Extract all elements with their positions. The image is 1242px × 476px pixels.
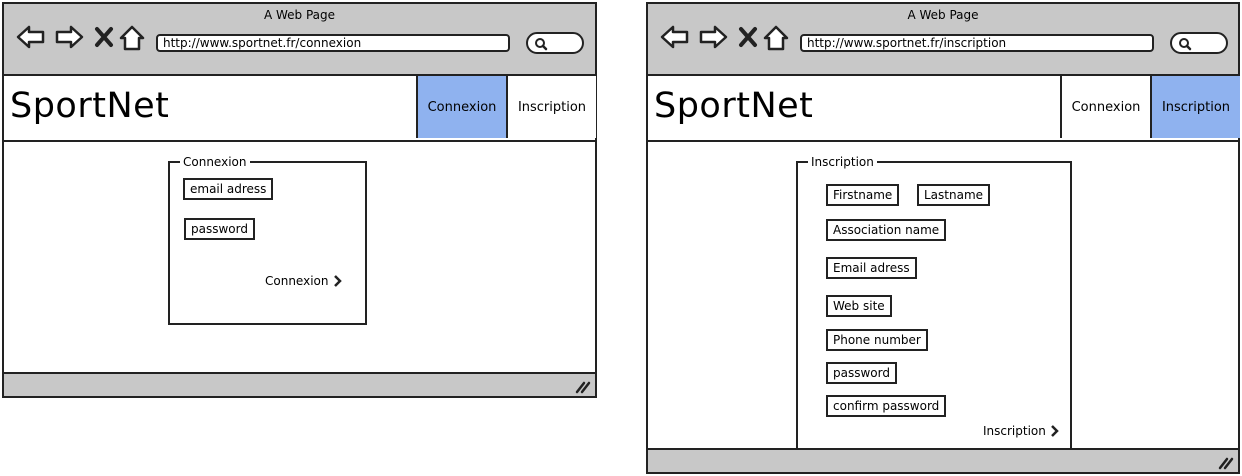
forward-icon[interactable] [54, 24, 84, 50]
phone-number-field[interactable]: Phone number [826, 329, 928, 351]
stop-icon[interactable] [738, 24, 758, 50]
home-icon[interactable] [118, 24, 146, 52]
status-bar [648, 448, 1238, 472]
chevron-right-icon [1050, 425, 1059, 437]
lastname-field[interactable]: Lastname [917, 184, 991, 206]
url-bar[interactable]: http://www.sportnet.fr/inscription [800, 34, 1154, 52]
form-legend: Connexion [183, 155, 247, 169]
home-icon[interactable] [762, 24, 790, 52]
tab-inscription[interactable]: Inscription [1150, 76, 1240, 138]
form-legend: Inscription [811, 155, 874, 169]
tab-connexion[interactable]: Connexion [416, 76, 506, 138]
submit-label: Inscription [983, 424, 1046, 438]
submit-label: Connexion [265, 274, 329, 288]
browser-chrome: A Web Page http://www.sportnet.fr/inscri… [648, 4, 1238, 76]
email-field[interactable]: Email adress [826, 257, 917, 279]
back-icon[interactable] [660, 24, 690, 50]
inscription-browser-window: A Web Page http://www.sportnet.fr/inscri… [646, 2, 1240, 474]
site-header: SportNet Connexion Inscription [4, 76, 596, 142]
confirm-password-field[interactable]: confirm password [826, 395, 947, 417]
connexion-browser-window: A Web Page http://www.sportnet.fr/connex… [2, 2, 597, 398]
forward-icon[interactable] [698, 24, 728, 50]
tab-connexion[interactable]: Connexion [1060, 76, 1150, 138]
website-field[interactable]: Web site [826, 295, 892, 317]
search-icon [535, 38, 548, 51]
resize-grip-icon[interactable] [1218, 456, 1234, 470]
password-field[interactable]: password [184, 218, 255, 240]
connexion-submit-button[interactable]: Connexion [265, 274, 343, 288]
inscription-form: Inscription Firstname Lastname Associati… [796, 155, 1072, 451]
back-icon[interactable] [16, 24, 46, 50]
url-bar[interactable]: http://www.sportnet.fr/connexion [156, 34, 510, 52]
resize-grip-icon[interactable] [575, 380, 591, 394]
stop-icon[interactable] [94, 24, 114, 50]
association-name-field[interactable]: Association name [826, 219, 947, 241]
window-title: A Web Page [907, 8, 979, 22]
site-logo: SportNet [10, 86, 170, 126]
firstname-field[interactable]: Firstname [826, 184, 900, 206]
search-box[interactable] [526, 32, 584, 54]
email-field[interactable]: email adress [183, 178, 274, 200]
connexion-form: Connexion email adress password Connexio… [168, 155, 367, 325]
status-bar [4, 372, 595, 396]
window-title: A Web Page [263, 8, 336, 22]
site-header: SportNet Connexion Inscription [648, 76, 1240, 142]
chevron-right-icon [333, 275, 342, 287]
site-logo: SportNet [654, 86, 814, 126]
inscription-submit-button[interactable]: Inscription [983, 424, 1060, 438]
browser-chrome: A Web Page http://www.sportnet.fr/connex… [4, 4, 595, 76]
search-box[interactable] [1170, 32, 1228, 54]
search-icon [1179, 38, 1192, 51]
tab-inscription[interactable]: Inscription [506, 76, 596, 138]
password-field[interactable]: password [826, 362, 897, 384]
